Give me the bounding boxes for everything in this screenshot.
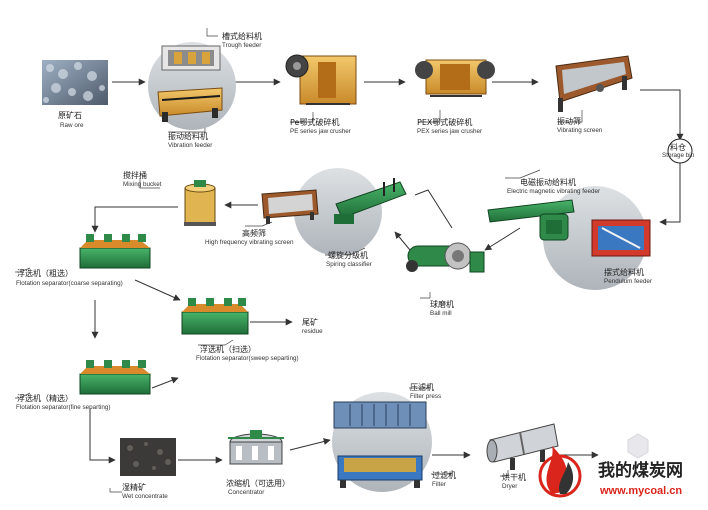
- filter-press-en: Filter press: [410, 393, 441, 400]
- cube-icon: [627, 433, 649, 459]
- wet-concentrate-en: Wet concentrate: [122, 493, 168, 500]
- concentrator-zh: 浓缩机（可选用）: [226, 478, 290, 488]
- trough-feeder-en: Trough feeder: [222, 42, 261, 49]
- filter-press-image: [333, 401, 427, 429]
- dryer-image: [486, 423, 559, 470]
- pex-crusher-zh: PEX鄂式破碎机: [417, 117, 472, 127]
- filter-group: [332, 392, 432, 492]
- pendulum-group: [487, 186, 651, 290]
- flame-logo-icon: [538, 446, 582, 498]
- wet-concentrate-image: [120, 438, 176, 476]
- flotation-fine-zh: 浮选机（精选）: [17, 393, 73, 403]
- feeder-group: [148, 42, 236, 130]
- hf-screen-en: High frequency vibrating screen: [205, 239, 294, 246]
- vibrating-screen-zh: 振动筛: [557, 116, 581, 126]
- mixing-bucket-en: Mixing bucket: [123, 181, 162, 188]
- flotation-coarse-en: Flotation separator(coarse separating): [16, 280, 123, 287]
- vibration-feeder-en: Vibration feeder: [168, 142, 212, 149]
- pex-crusher-image: [415, 59, 495, 97]
- vibrating-screen-en: Vibrating screen: [557, 127, 603, 134]
- em-feeder-en: Electric magnetic vibrating feeder: [507, 188, 600, 195]
- dryer-en: Dryer: [502, 483, 517, 490]
- storage-bin-en: Storage bin: [662, 152, 695, 159]
- filter-zh: 过滤机: [432, 470, 456, 480]
- flow-arrows: [89, 78, 684, 464]
- filter-en: Filter: [432, 481, 446, 488]
- em-feeder-image: [487, 199, 575, 241]
- mixing-bucket-image: [184, 180, 216, 226]
- concentrator-en: Concentrator: [228, 489, 264, 496]
- filter-image: [337, 455, 423, 488]
- spiral-classifier-zh: 螺旋分级机: [328, 250, 368, 260]
- trough-feeder-image: [161, 45, 221, 71]
- ball-mill-image: [406, 242, 485, 273]
- pendulum-feeder-zh: 摆式给料机: [604, 267, 644, 277]
- pendulum-feeder-en: Pendulum feeder: [604, 278, 652, 285]
- pendulum-feeder-image: [591, 219, 651, 257]
- mixing-bucket-zh: 搅拌桶: [123, 170, 147, 180]
- arrow-mill-to-classifier: [394, 231, 411, 251]
- wet-concentrate-zh: 湿精矿: [122, 482, 146, 492]
- flotation-coarse-zh: 浮选机（粗选）: [17, 268, 73, 278]
- storage-bin-node: [667, 138, 693, 164]
- pe-crusher-en: PE series jaw crusher: [290, 128, 351, 135]
- arrow-fine-out: [151, 376, 179, 389]
- arrow-screen-to-bin: [640, 89, 684, 141]
- watermark: 我的煤炭网 www.mycoal.cn: [538, 446, 683, 498]
- hf-screen-image: [261, 189, 319, 224]
- dryer-zh: 烘干机: [502, 472, 526, 482]
- raw-ore-en: Raw ore: [60, 122, 84, 129]
- vibration-feeder-image: [157, 87, 223, 122]
- pex-crusher-en: PEX series jaw crusher: [417, 128, 482, 135]
- arrow-fine-to-wet: [89, 408, 116, 464]
- storage-bin-zh: 料仓: [670, 142, 686, 152]
- classifier-group: [261, 168, 407, 256]
- arrow-feeder-to-mill: [484, 227, 521, 251]
- vibration-feeder-zh: 振动给料机: [168, 131, 208, 141]
- arrow-bin-to-pendulum: [659, 162, 681, 226]
- raw-ore-image: [42, 60, 108, 105]
- flotation-coarse-image: [79, 234, 151, 269]
- flotation-fine-image: [79, 360, 151, 395]
- pe-crusher-image: [285, 54, 357, 105]
- arrow-concentrator-to-filter: [289, 438, 331, 451]
- flotation-sweep-image: [181, 298, 249, 335]
- ball-mill-en: Ball mill: [430, 310, 452, 317]
- watermark-name: 我的煤炭网: [598, 460, 683, 481]
- raw-ore-zh: 原矿石: [58, 110, 82, 120]
- trough-feeder-zh: 槽式给料机: [222, 31, 262, 41]
- ball-mill-zh: 球磨机: [430, 299, 454, 309]
- flotation-sweep-en: Flotation separator(sweep separting): [196, 355, 299, 362]
- watermark-url: www.mycoal.cn: [599, 485, 682, 497]
- residue-zh: 尾矿: [302, 317, 318, 327]
- filter-press-zh: 压滤机: [410, 382, 434, 392]
- arrow-classifier-return: [414, 189, 453, 229]
- spiral-classifier-en: Spiring classifier: [326, 261, 372, 268]
- pe-crusher-zh: Pe鄂式破碎机: [290, 117, 339, 127]
- vibrating-screen-image: [555, 55, 633, 112]
- concentrator-image: [228, 430, 284, 465]
- arrow-bucket-to-coarse: [91, 206, 178, 233]
- hf-screen-zh: 高频筛: [242, 228, 266, 238]
- em-feeder-zh: 电磁振动给料机: [520, 177, 576, 187]
- spiral-classifier-image: [334, 178, 407, 224]
- residue-en: residue: [302, 328, 323, 335]
- flotation-sweep-zh: 浮选机（扫选）: [200, 344, 256, 354]
- flotation-fine-en: Flotation separator(fine separting): [16, 404, 111, 411]
- arrow-coarse-to-sweep: [134, 279, 181, 301]
